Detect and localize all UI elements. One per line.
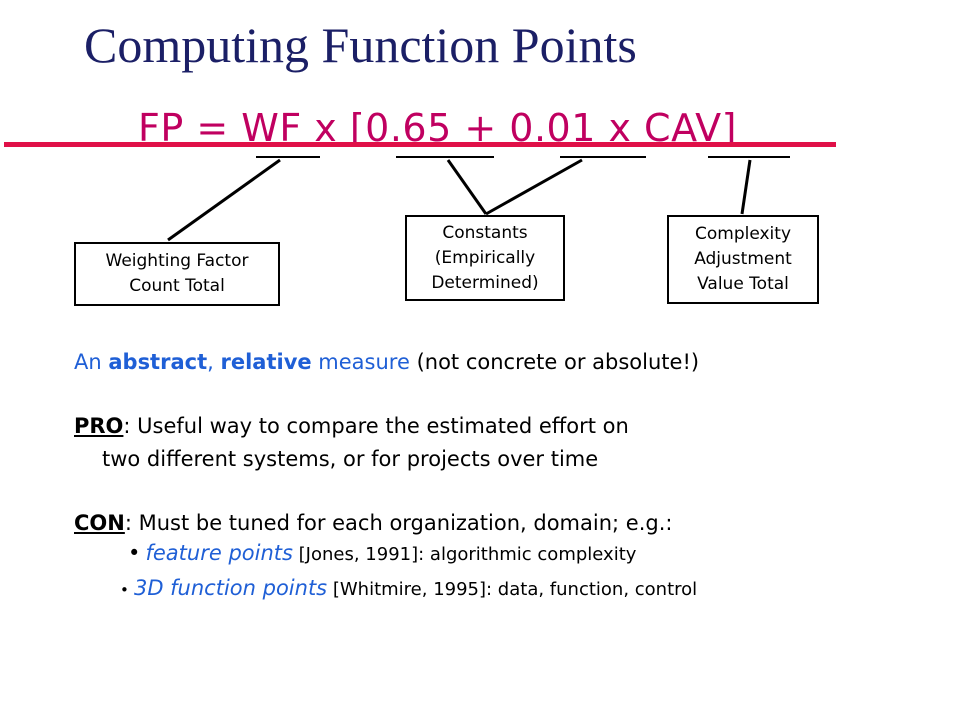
pro-label: PRO	[74, 414, 124, 438]
bullet-term: feature points	[145, 541, 293, 565]
complexity-box: Complexity Adjustment Value Total	[667, 215, 819, 304]
connector-wf	[167, 158, 281, 242]
fp-formula: FP = WF x [0.65 + 0.01 x CAV]	[138, 106, 737, 150]
measure-line: An abstract, relative measure (not concr…	[74, 350, 699, 375]
bullet-ref: [Whitmire, 1995]: data, function, contro…	[327, 579, 698, 600]
connector-001	[485, 158, 583, 216]
underline-cav	[708, 156, 790, 158]
measure-comma: ,	[207, 350, 221, 374]
con-line: CON: Must be tuned for each organization…	[74, 511, 672, 536]
underline-065	[396, 156, 494, 158]
list-item: • 3D function points [Whitmire, 1995]: d…	[120, 576, 697, 601]
underline-wf	[256, 156, 320, 158]
list-item: • feature points [Jones, 1991]: algorith…	[128, 541, 636, 566]
measure-suffix: (not concrete or absolute!)	[409, 350, 700, 374]
connector-065	[446, 159, 488, 215]
measure-prefix: An	[74, 350, 109, 374]
measure-word: measure	[311, 350, 410, 374]
bullet-mark: •	[120, 581, 129, 599]
relative-word: relative	[220, 350, 312, 374]
weighting-factor-box: Weighting Factor Count Total	[74, 242, 280, 306]
pro-text-1: : Useful way to compare the estimated ef…	[123, 414, 629, 438]
underline-001	[560, 156, 646, 158]
pro-line-2: two different systems, or for projects o…	[102, 447, 598, 472]
bullet-term: 3D function points	[133, 576, 328, 600]
strike-line	[4, 142, 836, 147]
constants-box: Constants (Empirically Determined)	[405, 215, 565, 301]
con-label: CON	[74, 511, 125, 535]
slide-title: Computing Function Points	[84, 17, 637, 73]
con-text: : Must be tuned for each organization, d…	[124, 511, 673, 535]
connector-cav	[740, 159, 752, 215]
abstract-word: abstract	[108, 350, 208, 374]
pro-line-1: PRO: Useful way to compare the estimated…	[74, 414, 629, 439]
bullet-mark: •	[128, 541, 141, 565]
bullet-ref: [Jones, 1991]: algorithmic complexity	[292, 544, 637, 565]
pro-text-2: two different systems, or for projects o…	[102, 447, 599, 471]
